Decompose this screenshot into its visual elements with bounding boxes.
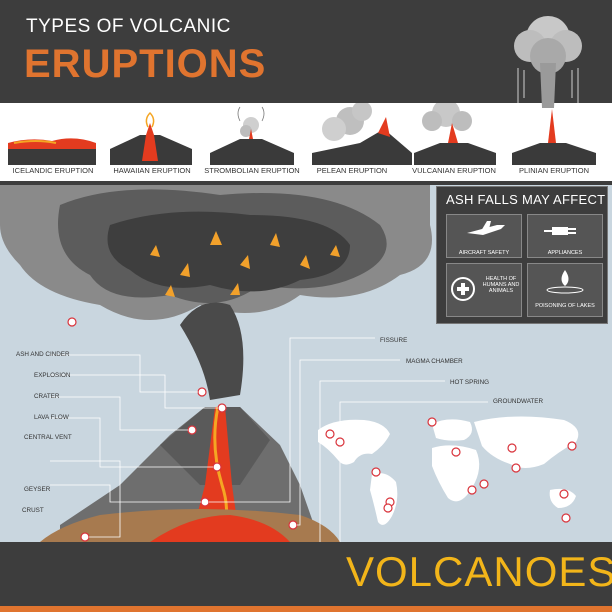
callout-explosion: EXPLOSION (34, 372, 71, 379)
ash-tile-lakes-label: POISONING OF LAKES (535, 303, 595, 309)
ash-falls-title: ASH FALLS MAY AFFECT (446, 192, 606, 207)
ash-tile-aircraft: AIRCRAFT SAFETY (446, 214, 522, 258)
eruption-label-plinian: PLINIAN ERUPTION (518, 166, 589, 175)
eruption-illustrations (8, 103, 596, 165)
icelandic-volcano-icon (8, 138, 96, 165)
pelean-volcano-icon (312, 103, 412, 165)
health-cross-icon (451, 277, 475, 301)
footer-bar (0, 542, 612, 606)
callout-crust: CRUST (22, 507, 44, 514)
ash-tile-aircraft-label: AIRCRAFT SAFETY (458, 250, 510, 256)
footer-accent-strip (0, 606, 612, 612)
footer-title: VOLCANOES (346, 548, 612, 595)
ash-tile-appliances-label: APPLIANCES (547, 250, 583, 256)
world-map-icon (318, 416, 579, 525)
plinian-volcano-icon (512, 109, 596, 165)
callout-hot-spring: HOT SPRING (450, 379, 490, 386)
callout-geyser: GEYSER (24, 486, 51, 493)
hawaiian-volcano-icon (110, 111, 192, 165)
magma-chamber-icon (150, 515, 290, 542)
ash-tile-lakes: POISONING OF LAKES (527, 263, 603, 317)
volcano-cone-icon (60, 406, 320, 542)
callout-central-vent: CENTRAL VENT (24, 434, 72, 441)
water-drop-icon (546, 270, 584, 294)
callout-crater: CRATER (34, 393, 60, 400)
callout-ash-and-cinder: ASH AND CINDER (16, 351, 70, 358)
title-line-1: TYPES OF VOLCANIC (26, 16, 231, 37)
ash-tile-health-label: HEALTH OF HUMANS AND ANIMALS (482, 276, 520, 294)
eruption-label-vulcanian: VULCANIAN ERUPTION (412, 166, 496, 175)
callout-groundwater: GROUNDWATER (493, 398, 544, 405)
ash-tile-health: HEALTH OF HUMANS AND ANIMALS (446, 263, 522, 317)
callout-magma-chamber: MAGMA CHAMBER (406, 358, 463, 365)
eruption-label-icelandic: ICELANDIC ERUPTION (12, 166, 94, 175)
plinian-cloud-icon (514, 16, 582, 108)
eruption-label-hawaiian: HAWAIIAN ERUPTION (113, 166, 191, 175)
eruption-label-strombolian: STROMBOLIAN ERUPTION (204, 166, 300, 175)
callout-fissure: FISSURE (380, 337, 408, 344)
eruption-types-band (0, 103, 612, 181)
airplane-icon (467, 221, 505, 235)
title-line-2: ERUPTIONS (24, 42, 267, 86)
callout-lava-flow: LAVA FLOW (34, 414, 69, 421)
volcano-illustration (0, 185, 488, 542)
ash-tile-appliances: APPLIANCES (527, 214, 603, 258)
ash-cloud-icon (0, 185, 432, 320)
plug-icon (544, 227, 576, 235)
strombolian-volcano-icon (210, 106, 294, 165)
vulcanian-volcano-icon (414, 103, 496, 165)
eruption-label-pelean: PELEAN ERUPTION (316, 166, 388, 175)
eruption-plume (180, 302, 244, 400)
